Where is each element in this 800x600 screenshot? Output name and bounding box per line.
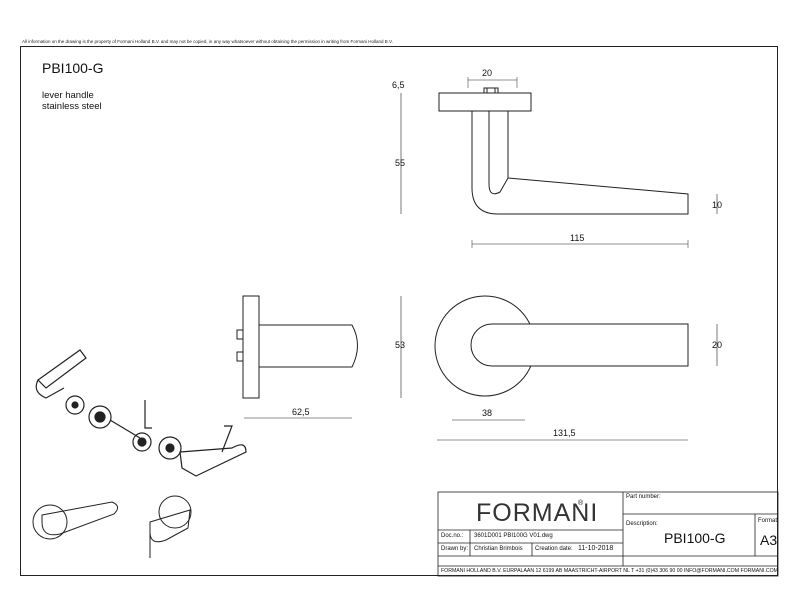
desc-line-1: lever handle (42, 90, 94, 101)
title-block-frame (437, 491, 779, 577)
dim-grip-width: 20 (712, 340, 723, 350)
doc-label: Doc.no.: (441, 533, 464, 539)
dim-rose-offset: 38 (482, 408, 493, 418)
exploded-rose-right (158, 436, 182, 460)
part-number-label: Part number: (626, 494, 661, 500)
front-view (434, 295, 718, 441)
exploded-plate-left (88, 405, 112, 429)
dim-side-height: 53 (395, 340, 406, 350)
title-block (437, 491, 779, 577)
dim-total-length: 131,5 (553, 428, 576, 438)
doc-value: 3601D001 PBI100G V01.dwg (474, 533, 553, 539)
top-lever-outline (471, 111, 689, 215)
perspective-1-rose (32, 504, 68, 540)
product-description: lever handle stainless steel (42, 90, 102, 112)
creation-label: Creation date: (535, 546, 573, 552)
exploded-plate-left-hole (94, 411, 106, 423)
exploded-plate-right-hole (137, 437, 147, 447)
exploded-plate-right (132, 432, 152, 452)
exploded-view (35, 349, 247, 477)
perspective-1-lever (41, 501, 118, 536)
format-value: A3 (760, 532, 778, 548)
perspective-2-rose (158, 495, 192, 529)
description-label: Description: (626, 521, 658, 527)
footer-address: FORMANI HOLLAND B.V. EURPALAAN 12 6199 A… (441, 568, 778, 574)
side-grip (259, 324, 358, 368)
desc-line-2: stainless steel (42, 101, 102, 112)
drawn-value: Christian Brimbois (474, 546, 523, 552)
dim-height: 55 (395, 158, 406, 168)
registered-mark: ® (578, 500, 584, 507)
drawn-label: Drawn by: (441, 546, 469, 552)
exploded-rose-right-hole (165, 443, 175, 453)
exploded-lever-left-bend (35, 379, 65, 399)
top-rose (438, 92, 532, 112)
dim-length: 115 (570, 233, 585, 243)
exploded-rose-left-hole (71, 401, 79, 409)
exploded-lever-left (37, 349, 87, 389)
exploded-allen-key-2 (221, 425, 233, 453)
top-spindle-cap (483, 87, 499, 94)
format-label: Format: (758, 518, 779, 524)
side-screw-1 (236, 329, 244, 340)
exploded-allen-key-1 (144, 400, 152, 429)
side-screw-2 (236, 351, 244, 362)
exploded-lever-right (179, 444, 247, 477)
product-code: PBI100-G (42, 60, 104, 76)
dim-rose-width: 20 (482, 68, 493, 78)
dim-rose-thickness: 6,5 (392, 80, 405, 90)
side-view (236, 295, 402, 419)
exploded-spindle (109, 419, 141, 439)
dim-side-depth: 62,5 (292, 407, 310, 417)
dim-lever-thickness: 10 (712, 200, 723, 210)
top-view (400, 77, 718, 248)
perspective-views (32, 495, 192, 558)
top-lever-inner (488, 111, 509, 195)
brand-logo: FORMANI (476, 499, 599, 527)
drawing-frame (20, 46, 778, 576)
description-value: PBI100-G (664, 530, 726, 546)
copyright-notice: All information on the drawing is the pr… (22, 39, 393, 44)
side-rose (242, 295, 260, 399)
front-lever (470, 323, 689, 367)
exploded-rose-left (65, 395, 85, 415)
creation-value: 11-10-2018 (578, 545, 614, 552)
perspective-2-lever (149, 509, 191, 543)
